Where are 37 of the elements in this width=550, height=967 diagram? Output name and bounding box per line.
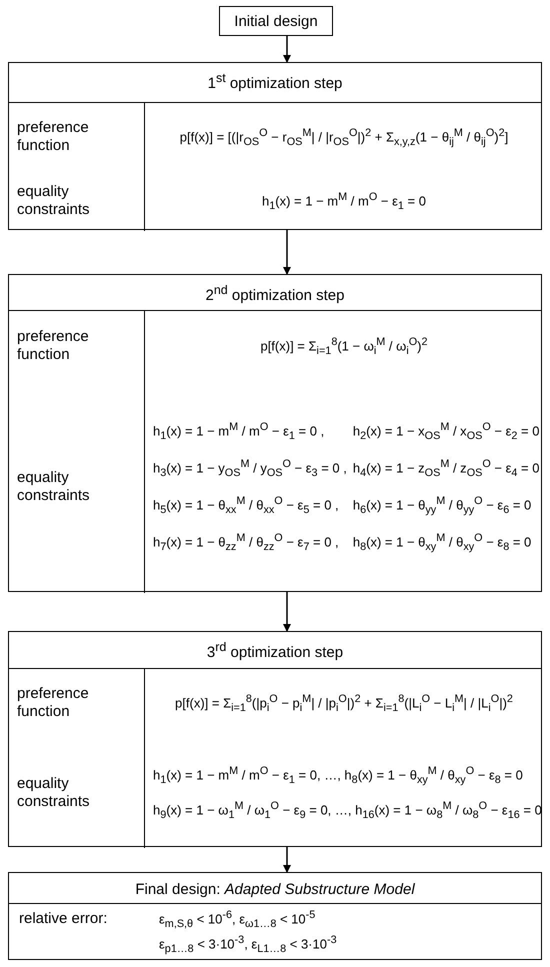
- equation: h$_{9}$(x) = 1 − ω$_{1}$$^{M}$ / ω$_{1}$$^{O}$ − ε$_{9}$ = 0, …, h$_{16}$(x) = 1 − ω$_{8}$$^{M}$ / ω$_{8}$$^{O}$ − ε$_{16}$ = 0: [153, 798, 542, 822]
- arrow: [283, 592, 291, 632]
- arrow: [283, 36, 291, 63]
- equation: h$_{7}$(x) = 1 − θ$_{zz}$$^{M}$ / θ$_{zz}$$^{O}$ − ε$_{7}$ = 0 ,: [153, 530, 340, 554]
- equation: h$_{4}$(x) = 1 − z$_{OS}$$^{M}$ / z$_{OS}$$^{O}$ − ε$_{4}$ = 0: [352, 457, 540, 480]
- step-panel: [8, 872, 542, 960]
- step-panel: [8, 62, 542, 230]
- step-panel: [8, 631, 542, 847]
- equation: p[f(x)] = Σ$_{i=1}$$^{8}$(1 − ω$_{i}$$^{M}$ / ω$_{i}$$^{O}$)$^{2}$: [260, 334, 428, 358]
- table-cell: [144, 737, 543, 848]
- equation: h$_{6}$(x) = 1 − θ$_{yy}$$^{M}$ / θ$_{yy}$$^{O}$ − ε$_{6}$ = 0: [352, 494, 532, 517]
- equation: h$_{1}$(x) = 1 − m$^{M}$ / m$^{O}$ − ε$_{1}$ = 0, …, h$_{8}$(x) = 1 − θ$_{xy}$$^{M}$ / θ$_{xy}$$^{O}$ − ε$_{8}$ = 0: [153, 764, 523, 786]
- equation: h$_{8}$(x) = 1 − θ$_{xy}$$^{M}$ / θ$_{xy}$$^{O}$ − ε$_{8}$ = 0: [352, 530, 532, 554]
- equation: h$_{1}$(x) = 1 − m$^{M}$ / m$^{O}$ − ε$_{1}$ = 0: [262, 190, 426, 212]
- step-heading: 3$^{rd}$ optimization step: [9, 632, 541, 669]
- formula: ε$_{p1…8}$ < 3·10$^{-3}$, ε$_{L1…8}$ < 3·10$^{-3}$: [159, 932, 337, 957]
- arrow: [283, 230, 291, 275]
- equation: h$_{5}$(x) = 1 − θ$_{xx}$$^{M}$ / θ$_{xx}$$^{O}$ − ε$_{5}$ = 0 ,: [153, 494, 340, 517]
- row-label: equality constraints: [17, 774, 91, 810]
- step-heading: 2$^{nd}$ optimization step: [9, 275, 541, 311]
- process-box: Initial design: [219, 6, 333, 36]
- step-heading: 1$^{st}$ optimization step: [9, 63, 541, 103]
- equation: h$_{3}$(x) = 1 − y$_{OS}$$^{M}$ / y$_{OS}$$^{O}$ − ε$_{3}$ = 0 ,: [153, 457, 347, 480]
- row-label: preference function: [17, 685, 90, 721]
- row-label: equality constraints: [17, 183, 91, 219]
- row-label: preference function: [17, 328, 90, 364]
- arrow: [283, 847, 291, 873]
- equation: p[f(x)] = Σ$_{i=1}$$^{8}$(|p$_{i}$$^{O}$ − p$_{i}$$^{M}$| / |p$_{i}$$^{O}$|)$^{2}$ + Σ$_{i=1}$$^{8}$(|L$_{i}$$^{O}$ − L$_{i}$$^{M}$| / |L$_{i}$$^{O}$|)$^{2}$: [175, 692, 513, 714]
- equation: h$_{1}$(x) = 1 − m$^{M}$ / m$^{O}$ − ε$_{1}$ = 0 ,: [153, 420, 326, 444]
- equation: h$_{2}$(x) = 1 − x$_{OS}$$^{M}$ / x$_{OS}$$^{O}$ − ε$_{2}$ = 0: [352, 420, 540, 444]
- formula: ε$_{m,S,θ}$ < 10$^{-6}$, ε$_{ω1…8}$ < 10$^{-5}$: [159, 908, 316, 932]
- row-label: equality constraints: [17, 469, 91, 505]
- step-heading: Final design: Adapted Substructure Model: [9, 873, 541, 904]
- equation: p[f(x)] = [(|r$_{OS}$$^{O}$ − r$_{OS}$$^{M}$| / |r$_{OS}$$^{O}$|)$^{2}$ + Σ$_{x,y,z}$(1 − θ$_{ij}$$^{M}$ / θ$_{ij}$$^{O}$)$^{2}$]: [180, 126, 508, 148]
- row-label: relative error:: [19, 910, 108, 928]
- row-label: preference function: [17, 119, 90, 155]
- step-panel: [8, 274, 542, 592]
